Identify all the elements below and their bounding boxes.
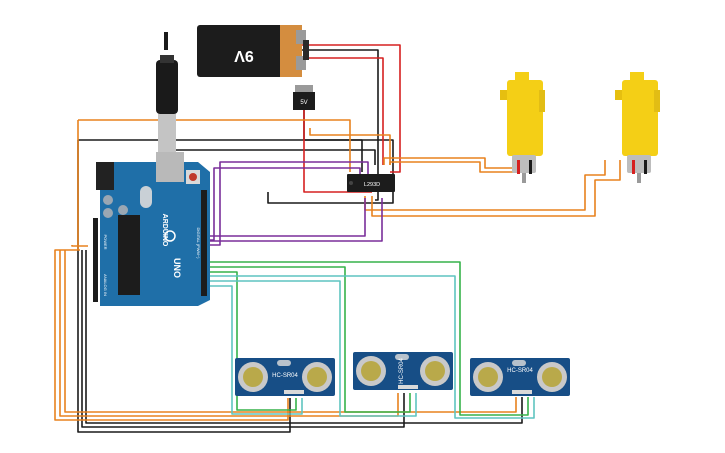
wire-green-2 <box>205 266 411 413</box>
wire-red-1 <box>300 44 401 173</box>
wire-cyan-1 <box>205 275 535 419</box>
wire-purple-4 <box>205 198 383 242</box>
wire-orange-5 <box>64 250 517 413</box>
arduino-digital-label: DIGITAL (PWM~) <box>196 228 201 260</box>
wire-red-3 <box>300 57 384 165</box>
wire-orange-8 <box>371 160 621 217</box>
regulator-label: 5V <box>300 100 307 106</box>
wire-orange-6 <box>309 128 391 165</box>
dc-motor-right <box>615 72 660 183</box>
arduino-logo-icon <box>164 230 176 242</box>
wire-purple-1 <box>205 167 361 241</box>
wire-orange-9 <box>383 157 516 169</box>
wire-black-5 <box>81 250 405 428</box>
arduino-power-label: POWER <box>103 234 108 249</box>
ultrasonic-sensor-2: HC-SR04 <box>353 352 453 390</box>
sensor-label: HC-SR04 <box>507 368 533 374</box>
wire-purple-2 <box>205 161 369 246</box>
dc-motor-left <box>500 72 545 183</box>
sensor-label: HC-SR04 <box>399 358 405 384</box>
driver-label: L293D <box>364 182 380 188</box>
wire-orange-4 <box>59 250 399 417</box>
arduino-brand-label: ARDUINO <box>161 214 168 247</box>
wire-green-1 <box>205 261 529 416</box>
battery-9v: 9V <box>197 25 309 77</box>
arduino-uno-board: ARDUINO UNO DIGITAL (PWM~) POWER ANALOG … <box>93 152 210 306</box>
wire-purple-3 <box>205 198 366 237</box>
motor-driver-l293d: L293D <box>347 174 395 192</box>
usb-cable <box>156 32 178 154</box>
ultrasonic-sensor-3: HC-SR04 <box>470 358 570 396</box>
wire-black-1 <box>300 49 379 201</box>
wire-cyan-2 <box>205 280 417 417</box>
wire-cyan-3 <box>205 285 303 415</box>
wire-black-6 <box>85 250 523 424</box>
wire-green-3 <box>205 271 297 411</box>
arduino-model-label: UNO <box>172 258 182 278</box>
wire-orange-11 <box>71 245 88 247</box>
voltage-regulator: 5V <box>293 85 315 110</box>
ultrasonic-sensor-1: HC-SR04 <box>235 358 335 396</box>
sensor-label: HC-SR04 <box>272 373 298 379</box>
wire-orange-10 <box>389 161 520 173</box>
reset-button-icon <box>189 173 197 181</box>
arduino-analog-label: ANALOG IN <box>103 274 108 296</box>
battery-label: 9V <box>234 47 254 64</box>
